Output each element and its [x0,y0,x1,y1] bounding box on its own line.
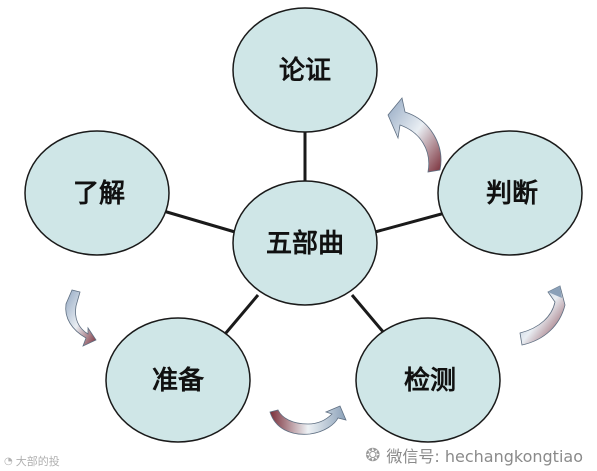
watermark-left: ◔ 大部的投 [4,453,60,469]
weibo-icon: ◔ [4,455,13,467]
connector-left [159,208,236,234]
curved-arrow-left-icon [65,289,97,347]
node-top-label: 论证 [279,56,331,86]
node-bottom-left: 准备 [105,317,251,443]
watermark-right-text: 微信号: hechangkongtiao [386,447,583,466]
curved-arrow-right-icon [519,285,566,346]
connector-bottom-left [218,294,260,341]
node-left-label: 了解 [73,179,125,209]
node-bottom-right: 检测 [355,317,501,443]
node-center: 五部曲 [232,180,378,306]
node-bottom-right-label: 检测 [404,365,456,396]
node-center-label: 五部曲 [266,229,344,259]
node-right-label: 判断 [486,178,538,209]
watermark-left-text: 大部的投 [15,455,60,468]
wechat-icon: ❂ [365,444,381,466]
connector-right [374,211,446,234]
node-left: 了解 [24,130,170,256]
curved-arrow-top-right-icon [387,97,442,173]
node-top: 论证 [232,7,378,133]
node-bottom-left-label: 准备 [152,366,205,396]
curved-arrow-bottom-icon [269,405,347,435]
watermark-right: ❂ 微信号: hechangkongtiao [365,443,583,467]
node-right: 判断 [437,130,583,256]
